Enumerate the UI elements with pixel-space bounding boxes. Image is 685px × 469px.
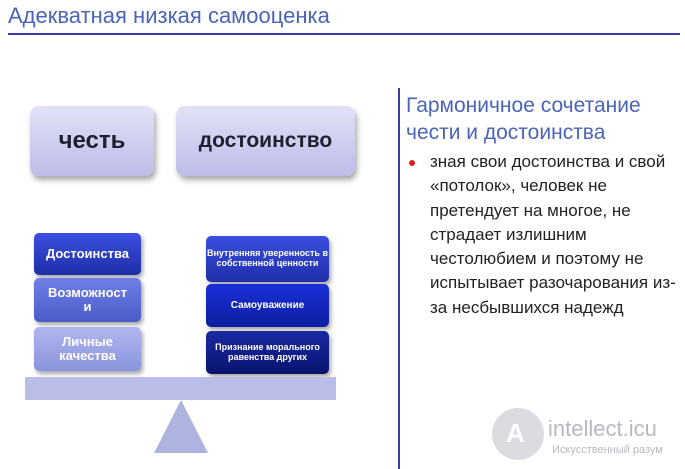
right-block-self-respect: Самоуважение: [206, 284, 329, 327]
balance-fulcrum: [154, 400, 208, 453]
left-block-label: Достоинства: [45, 245, 130, 261]
right-block-label: Внутренняя уверенность в собственной цен…: [207, 248, 328, 268]
subtitle: Гармоничное сочетание чести и достоинств…: [406, 94, 641, 145]
balance-beam: [25, 377, 336, 400]
watermark-logo-icon: [492, 408, 544, 460]
watermark-name: intellect.icu: [548, 416, 657, 441]
watermark: A intellect.icu Искусственный разум: [492, 408, 685, 468]
column-divider: [398, 88, 400, 469]
left-block-label: Возможност и: [48, 284, 127, 314]
watermark-tagline: Искусственный разум: [552, 444, 663, 456]
right-block-inner-confidence: Внутренняя уверенность в собственной цен…: [206, 236, 329, 282]
bullet-dot-icon: [409, 160, 415, 166]
slide-title: Адекватная низкая самооценка: [8, 3, 330, 28]
concept-dignity: достоинство: [176, 106, 355, 176]
title-underline: [8, 33, 680, 35]
right-block-moral-equality: Признание морального равенства других: [206, 331, 329, 374]
bullet-text: зная свои достоинства и свой «потолок», …: [430, 152, 676, 317]
left-block-merits: Достоинства: [34, 233, 141, 275]
left-block-label: Личные качества: [59, 333, 116, 363]
left-block-personal-qualities: Личные качества: [34, 327, 141, 371]
left-block-opportunities: Возможност и: [34, 278, 141, 322]
right-block-label: Признание морального равенства других: [215, 341, 320, 362]
right-block-label: Самоуважение: [230, 300, 305, 311]
concept-honor: честь: [30, 106, 154, 176]
watermark-glyph-icon: A: [506, 418, 525, 448]
